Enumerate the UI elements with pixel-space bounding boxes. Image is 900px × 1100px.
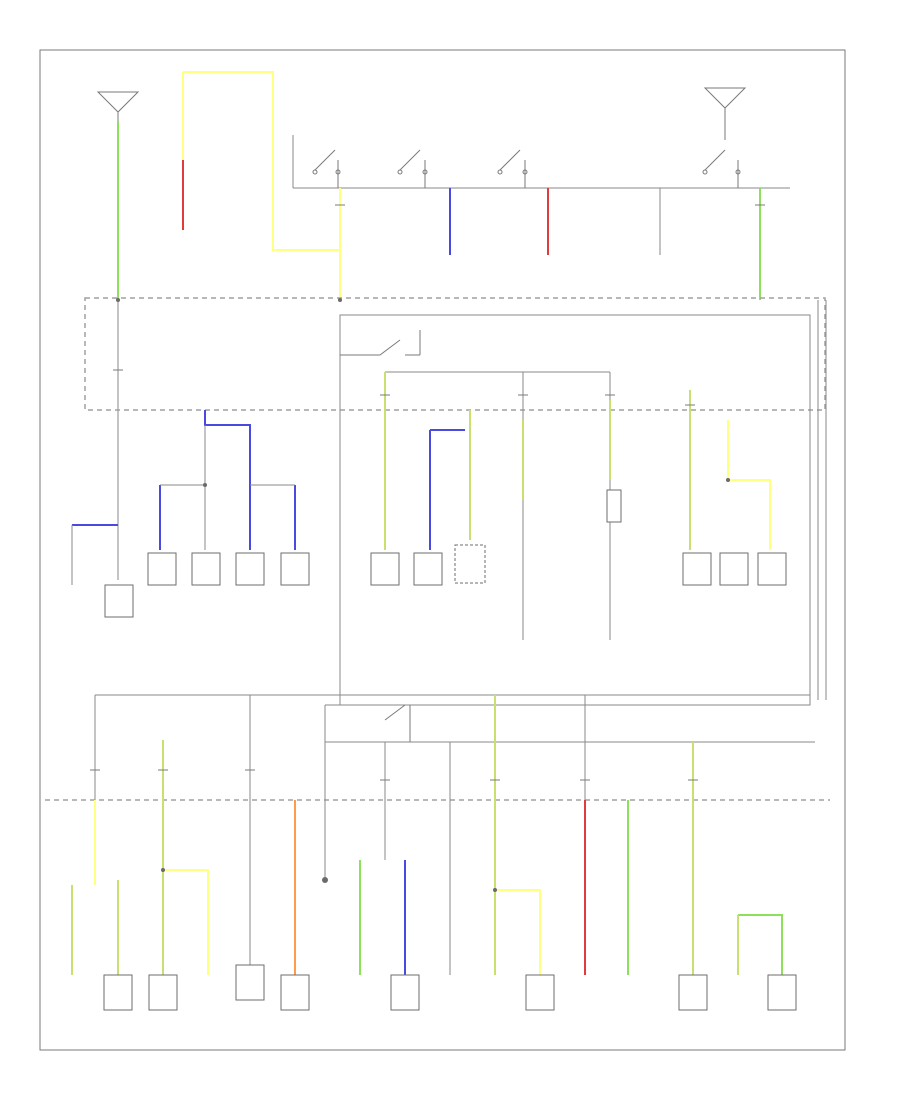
- ignition-switch-contacts: [312, 149, 741, 188]
- diagram-frame: [39, 49, 846, 1051]
- ground-symbol-left: [96, 91, 140, 122]
- fuse-box-dashed-outline: [84, 297, 826, 411]
- upper-components: [104, 489, 787, 618]
- lower-relay: [384, 704, 411, 742]
- fuse-box-feeds: [384, 372, 771, 640]
- lower-drops: [71, 695, 783, 975]
- ground-symbol-right: [703, 87, 747, 140]
- splice-points: [116, 298, 730, 892]
- connector-marks: [90, 204, 765, 781]
- fuse-box-relay: [340, 330, 421, 356]
- wire-yellow-loop: [183, 71, 340, 251]
- fuse-box-inner: [339, 314, 811, 706]
- lower-components: [103, 964, 797, 1011]
- left-feeds: [71, 410, 296, 585]
